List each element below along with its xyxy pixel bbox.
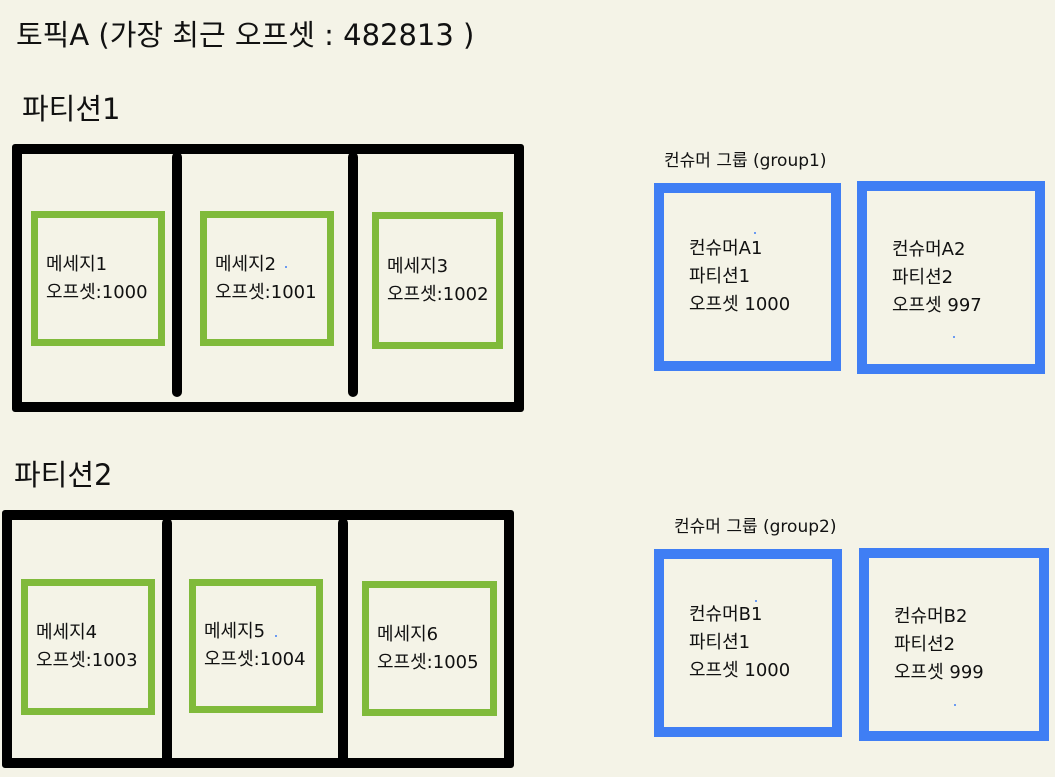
message-1-name: 메세지1: [46, 253, 108, 275]
message-6-name: 메세지6: [377, 623, 439, 645]
consumer-group-1-label: 컨슈머 그룹 (group1): [664, 151, 827, 171]
message-box-2: 메세지2 오프셋:1001: [200, 211, 334, 346]
partition-2-divider-1: [162, 518, 172, 768]
consumer-a1-box: 컨슈머A1 파티션1 오프셋 1000: [654, 183, 841, 371]
partition-1-divider-1: [172, 152, 182, 397]
consumer-b1-offset: 오프셋 1000: [689, 660, 791, 681]
partition-1-box: [12, 144, 524, 412]
partition-1-divider-2: [348, 152, 358, 397]
message-6-offset: 오프셋:1005: [377, 651, 479, 673]
consumer-b2-name: 컨슈머B2: [894, 605, 968, 627]
consumer-b2-box: 컨슈머B2 파티션2 오프셋 999: [859, 548, 1049, 741]
stray-dot: [754, 232, 756, 234]
consumer-a1-offset: 오프셋 1000: [689, 294, 791, 315]
partition-1-label: 파티션1: [22, 92, 121, 126]
consumer-a2-partition: 파티션2: [892, 266, 954, 288]
consumer-group-2-label: 컨슈머 그룹 (group2): [674, 517, 837, 537]
stray-dot: [954, 704, 956, 706]
stray-dot: [285, 266, 287, 268]
consumer-b1-name: 컨슈머B1: [689, 604, 763, 625]
message-5-name: 메세지5: [204, 621, 266, 642]
consumer-b1-partition: 파티션1: [689, 632, 751, 653]
stray-dot: [953, 336, 955, 338]
partition-2-box: [2, 510, 514, 768]
message-5-offset: 오프셋:1004: [204, 649, 306, 670]
partition-2-label: 파티션2: [14, 458, 113, 492]
message-box-3: 메세지3 오프셋:1002: [372, 212, 503, 349]
consumer-b2-partition: 파티션2: [894, 633, 956, 655]
consumer-a2-offset: 오프셋 997: [892, 294, 982, 316]
consumer-a1-name: 컨슈머A1: [689, 238, 763, 259]
consumer-a2-box: 컨슈머A2 파티션2 오프셋 997: [857, 181, 1045, 374]
message-3-offset: 오프셋:1002: [387, 283, 489, 305]
consumer-b1-box: 컨슈머B1 파티션1 오프셋 1000: [654, 549, 842, 737]
stray-dot: [755, 600, 757, 602]
message-1-offset: 오프셋:1000: [46, 281, 148, 303]
message-box-4: 메세지4 오프셋:1003: [21, 579, 155, 715]
message-3-name: 메세지3: [387, 255, 449, 277]
message-2-offset: 오프셋:1001: [215, 281, 317, 303]
stray-dot: [275, 635, 277, 637]
message-4-offset: 오프셋:1003: [36, 650, 138, 671]
message-2-name: 메세지2: [215, 253, 277, 275]
message-box-1: 메세지1 오프셋:1000: [31, 211, 165, 346]
message-box-5: 메세지5 오프셋:1004: [189, 579, 323, 713]
message-box-6: 메세지6 오프셋:1005: [362, 581, 497, 716]
partition-2-divider-2: [338, 518, 348, 768]
consumer-b2-offset: 오프셋 999: [894, 661, 984, 683]
message-4-name: 메세지4: [36, 622, 98, 643]
consumer-a2-name: 컨슈머A2: [892, 238, 966, 260]
consumer-a1-partition: 파티션1: [689, 266, 751, 287]
topic-title: 토픽A (가장 최근 오프셋 : 482813 ): [16, 18, 475, 52]
